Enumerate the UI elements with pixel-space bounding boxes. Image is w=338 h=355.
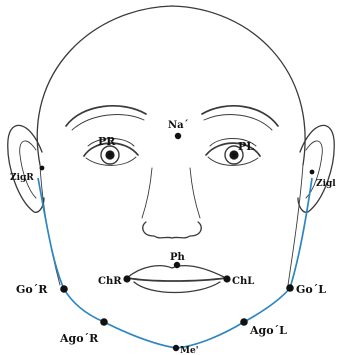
point-na [175,133,181,139]
point-ch-l [223,275,230,282]
left-eyebrow [202,106,278,126]
label-pl: PL [238,140,254,153]
nose-left-side [142,168,152,218]
left-eyebrow-lower [204,115,272,130]
label-ph: Ph [170,252,186,263]
point-go-r [60,285,68,293]
label-na: Na´ [168,120,189,131]
point-zig-r [40,166,45,171]
lower-lip [134,282,220,293]
nose-right-side [190,168,200,218]
point-zig-l [310,170,315,175]
label-zig-l: Zigl [316,179,336,189]
point-pr [108,153,113,158]
point-ago-l [240,318,248,326]
label-ago-l: Ago´L [249,324,287,337]
right-eyebrow [66,106,146,126]
point-ago-r [100,318,108,326]
left-ear [298,125,334,212]
label-ch-l: ChL [232,276,254,287]
right-eyebrow-lower [72,115,144,130]
label-ch-r: ChR [98,276,122,287]
right-ear-inner [20,141,36,198]
nose-base [143,222,202,238]
point-go-l [286,284,294,292]
label-go-r: Go´R [16,283,48,296]
right-ear [8,125,44,212]
point-pl [232,153,237,158]
point-ch-r [123,275,130,282]
label-pr: PR [98,135,116,148]
lip-line [128,278,226,281]
label-zig-r: ZigR [10,173,34,183]
landmark-points [40,133,315,351]
point-me [173,345,179,351]
head-outline [37,6,305,165]
label-go-l: Go´L [296,283,326,296]
left-ear-inner [306,141,322,198]
label-me: Me' [180,346,198,355]
label-ago-r: Ago´R [59,332,99,345]
